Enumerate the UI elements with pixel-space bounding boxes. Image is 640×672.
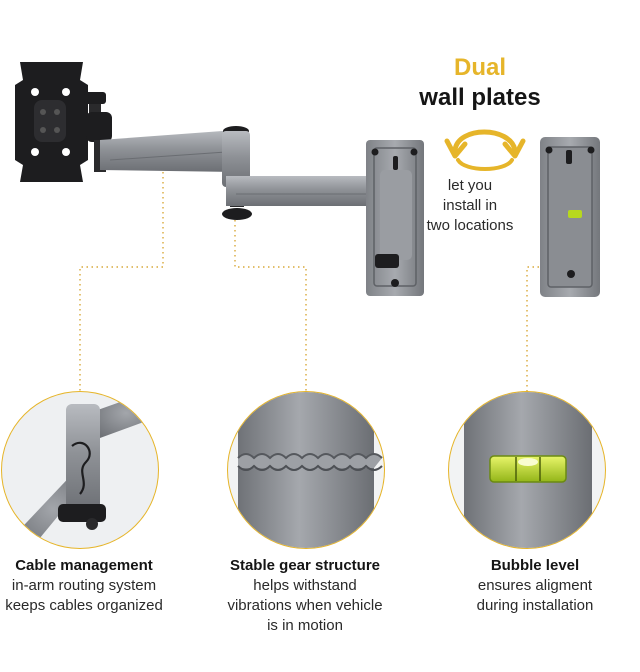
bubble-level-detail bbox=[448, 391, 606, 549]
gear-structure-detail bbox=[227, 391, 385, 549]
feature-description-line: helps withstand bbox=[253, 577, 357, 594]
feature-title: Cable management bbox=[15, 557, 153, 574]
feature-cable-management: Cable management in-arm routing system k… bbox=[0, 557, 168, 616]
wall-plate-spare bbox=[540, 137, 600, 297]
install-note-line: let you bbox=[447, 177, 493, 194]
feature-description-line: is in motion bbox=[267, 617, 343, 634]
leader-lines bbox=[79, 172, 573, 392]
feature-description-line: during installation bbox=[476, 597, 594, 614]
feature-description-line: keeps cables organized bbox=[5, 597, 163, 614]
vesa-plate bbox=[15, 62, 88, 182]
install-note-line: install in bbox=[442, 197, 498, 214]
wall-plate-attached bbox=[366, 140, 424, 296]
feature-title: Stable gear structure bbox=[229, 557, 381, 574]
install-note: let you install in two locations bbox=[415, 176, 525, 236]
feature-bubble-level: Bubble level ensures aligment during ins… bbox=[450, 557, 620, 616]
feature-description-line: ensures aligment bbox=[477, 577, 593, 594]
heading-accent: Dual bbox=[453, 54, 506, 81]
cable-management-detail bbox=[1, 391, 159, 549]
feature-title: Bubble level bbox=[490, 557, 580, 574]
feature-description-line: vibrations when vehicle bbox=[227, 597, 383, 614]
swap-arrow-icon bbox=[444, 129, 526, 171]
feature-description-line: in-arm routing system bbox=[11, 577, 157, 594]
install-note-line: two locations bbox=[426, 217, 514, 234]
feature-gear-structure: Stable gear structure helps withstand vi… bbox=[214, 557, 396, 636]
heading-main: wall plates bbox=[419, 84, 541, 111]
